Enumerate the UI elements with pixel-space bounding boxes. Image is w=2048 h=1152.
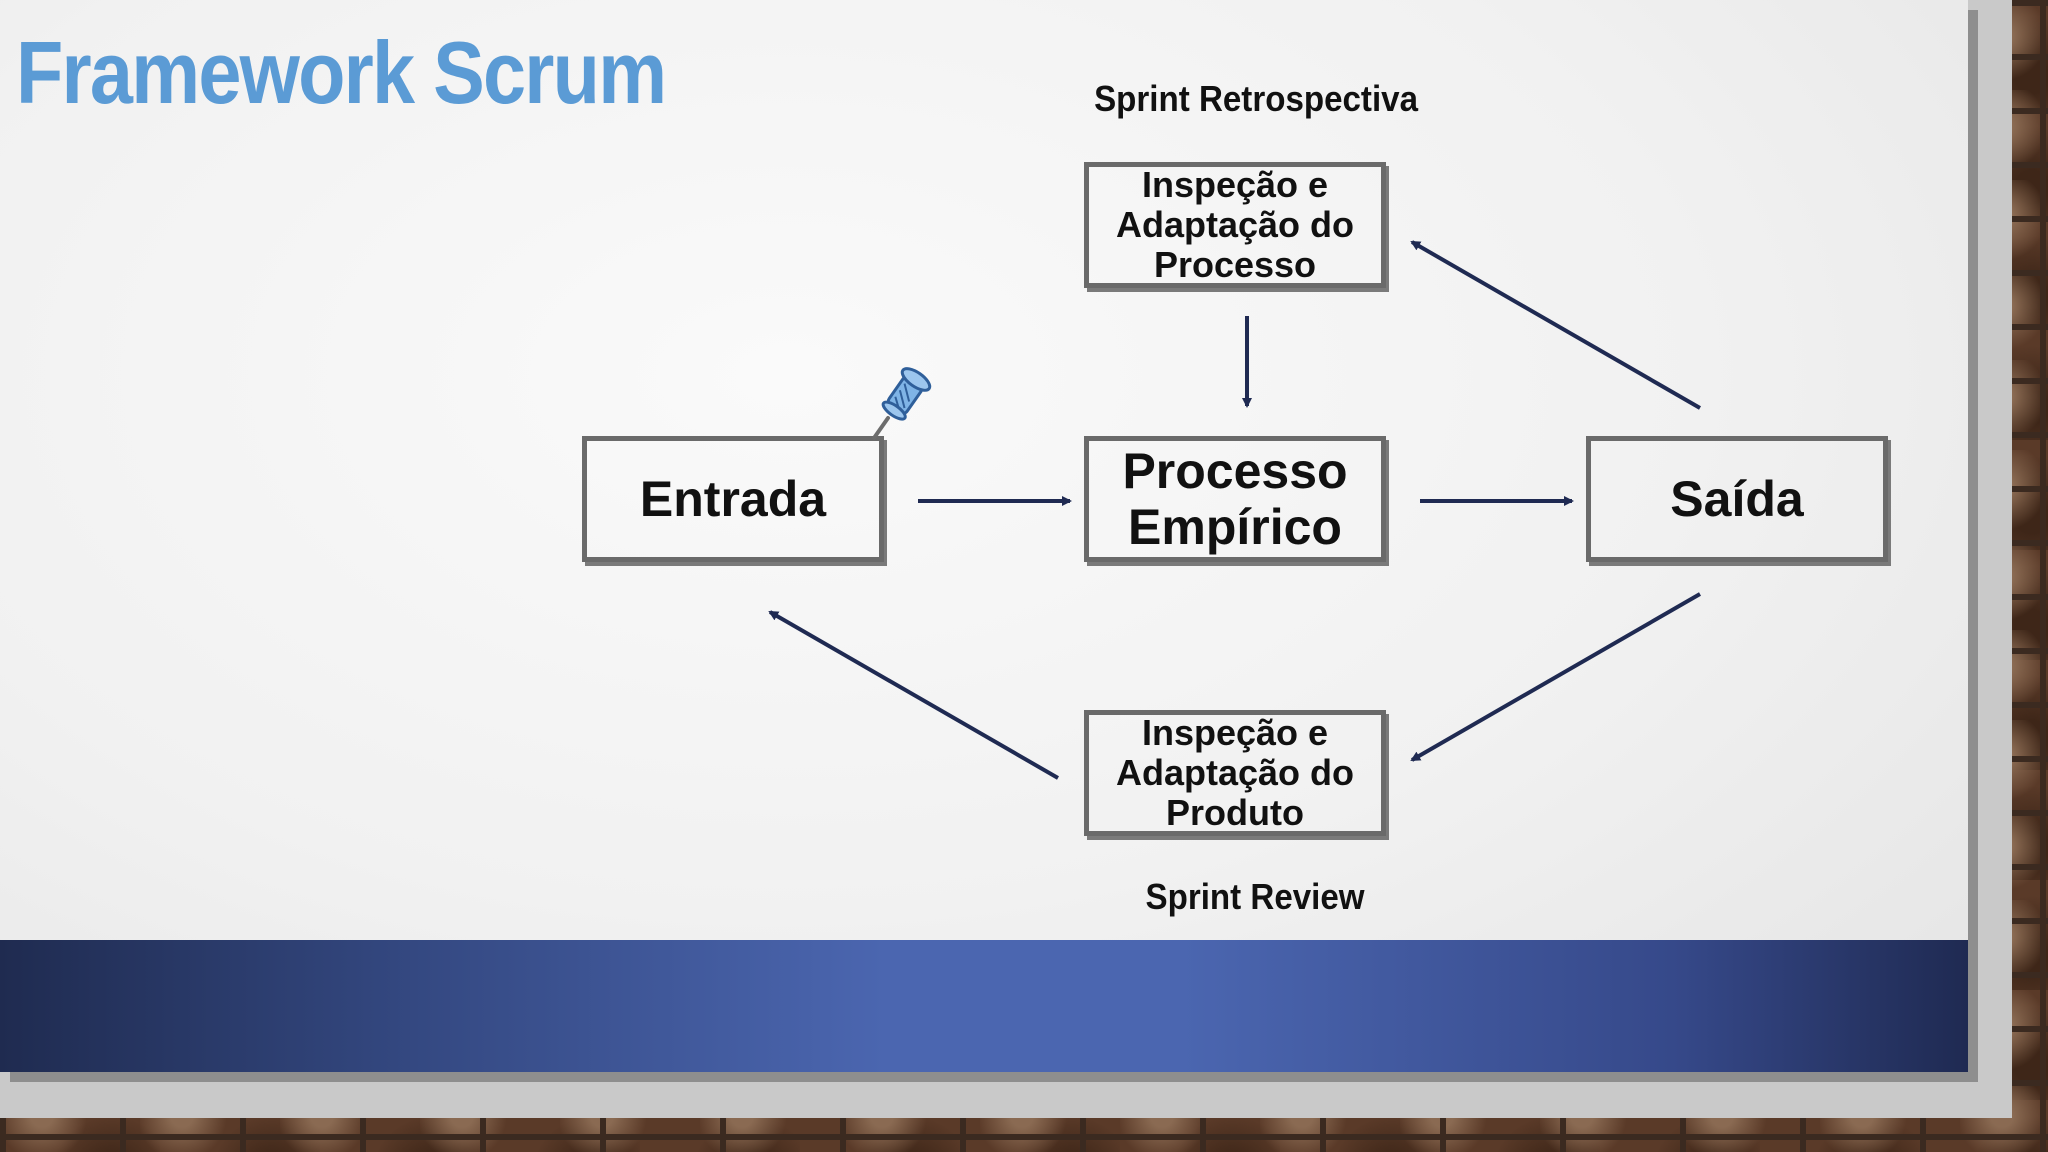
arrow-saida-to-review xyxy=(1410,592,1701,762)
sprint-retrospectiva-label: Sprint Retrospectiva xyxy=(1094,78,1419,119)
inspection-process-text: Inspeção e Adaptação do Processo xyxy=(1115,163,1355,286)
saida-box: Saída xyxy=(1586,436,1888,562)
sprint-review-label: Sprint Review xyxy=(1145,876,1365,917)
slide-title: Framework Scrum xyxy=(16,23,667,122)
bottom-band xyxy=(0,940,1968,1072)
inspection-product-box: Inspeção e Adaptação do Produto xyxy=(1084,710,1386,836)
entrada-text: Entrada xyxy=(639,471,827,527)
processo-empirico-text: Processo Empírico xyxy=(1122,443,1348,555)
inspection-product-text: Inspeção e Adaptação do Produto xyxy=(1115,711,1355,834)
arrow-review-to-entrada xyxy=(768,610,1059,780)
processo-empirico-box: Processo Empírico xyxy=(1084,436,1386,562)
entrada-box: Entrada xyxy=(582,436,884,562)
inspection-process-box: Inspeção e Adaptação do Processo xyxy=(1084,162,1386,288)
slide-paper: Framework Scrum Sprint Retrospectiva Ins… xyxy=(0,0,1968,1072)
pushpin-icon xyxy=(872,367,932,440)
saida-text: Saída xyxy=(1670,471,1804,527)
arrow-saida-to-retro xyxy=(1410,240,1701,410)
